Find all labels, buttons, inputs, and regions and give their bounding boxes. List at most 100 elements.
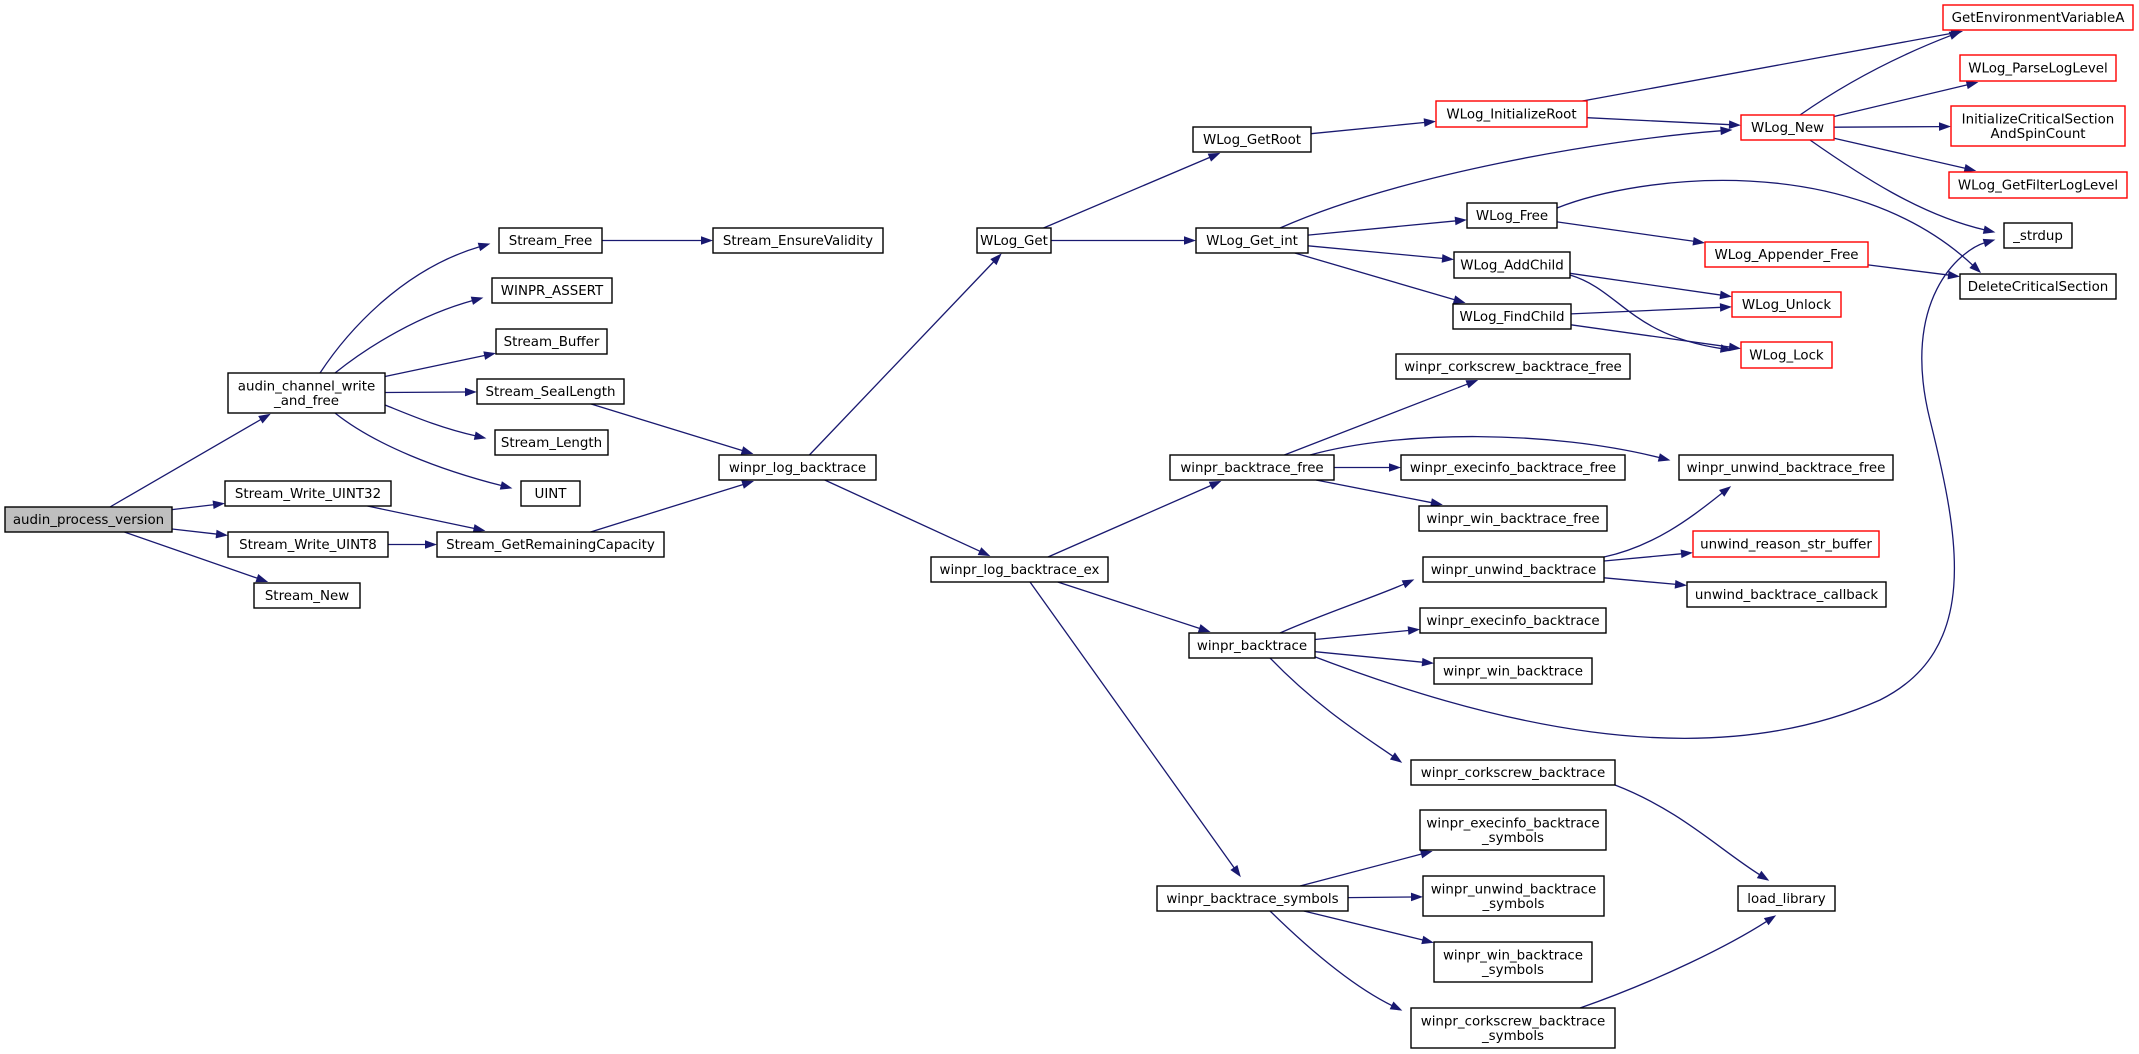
node-winpr_unwind_backtrace_free[interactable]: winpr_unwind_backtrace_free [1678,454,1894,481]
node-winpr_win_backtrace_symbols[interactable]: winpr_win_backtrace_symbols [1433,941,1593,983]
node-Stream_New[interactable]: Stream_New [253,582,361,609]
node-WLog_Get_int[interactable]: WLog_Get_int [1195,227,1309,254]
edge-line [171,503,215,511]
node-Stream_Write_UINT8[interactable]: Stream_Write_UINT8 [227,531,389,558]
node-UINT[interactable]: UINT [520,480,581,507]
node-Stream_EnsureValidity[interactable]: Stream_EnsureValidity [712,227,884,254]
node-Stream_GetRemainingCapacity[interactable]: Stream_GetRemainingCapacity [436,531,665,558]
node-box [2003,222,2073,249]
edge-line [1314,651,1424,663]
node-winpr_unwind_backtrace_symbols[interactable]: winpr_unwind_backtrace_symbols [1422,875,1605,917]
node-label: winpr_win_backtrace_free [1426,512,1599,527]
node-WLog_Unlock[interactable]: WLog_Unlock [1731,291,1842,318]
edge-line [1314,629,1410,641]
node-audin_process_version[interactable]: audin_process_version [4,506,173,533]
edge-line [1556,179,1974,267]
node-label: Stream_Length [501,436,602,451]
node-Stream_Free[interactable]: Stream_Free [498,227,603,254]
edge-line [1309,435,1661,459]
node-winpr_execinfo_backtrace[interactable]: winpr_execinfo_backtrace [1419,607,1607,634]
node-label: Stream_SealLength [486,385,616,400]
node-winpr_backtrace_symbols[interactable]: winpr_backtrace_symbols [1156,885,1349,912]
edge-WLog_FindChild-to-WLog_Lock [1570,324,1741,352]
edge-line [1279,583,1406,634]
node-box [498,227,603,254]
node-box [1435,100,1588,128]
node-Stream_Length[interactable]: Stream_Length [494,429,609,456]
node-winpr_log_backtrace[interactable]: winpr_log_backtrace [718,454,877,481]
arrow-head-icon [1407,626,1420,635]
node-winpr_backtrace_free[interactable]: winpr_backtrace_free [1169,454,1335,481]
node-label: WLog_InitializeRoot [1446,108,1576,123]
node-WLog_GetFilterLogLevel[interactable]: WLog_GetFilterLogLevel [1948,171,2128,199]
node-Stream_SealLength[interactable]: Stream_SealLength [476,378,625,405]
arrow-head-icon [740,446,754,455]
edge-line [334,412,503,487]
node-WLog_AddChild[interactable]: WLog_AddChild [1453,251,1571,279]
edge-WLog_InitializeRoot-to-GetEnvironmentVariableA [1582,29,1964,102]
node-WINPR_ASSERT[interactable]: WINPR_ASSERT [491,277,613,304]
node-winpr_backtrace[interactable]: winpr_backtrace [1188,632,1316,659]
node-label: winpr_win_backtrace [1443,665,1583,680]
node-winpr_corkscrew_backtrace[interactable]: winpr_corkscrew_backtrace [1410,759,1616,786]
node-Stream_Write_UINT32[interactable]: Stream_Write_UINT32 [224,480,392,507]
node-DeleteCriticalSection[interactable]: DeleteCriticalSection [1959,273,2117,300]
node-winpr_corkscrew_backtrace_free[interactable]: winpr_corkscrew_backtrace_free [1395,353,1631,380]
edge-audin_process_version-to-Stream_New [124,531,269,583]
node-label: winpr_unwind_backtrace [1431,563,1597,578]
edge-Stream_Write_UINT32-to-Stream_GetRemainingCapacity [367,505,486,533]
edge-line [1269,910,1394,1007]
node-WLog_ParseLogLevel[interactable]: WLog_ParseLogLevel [1959,54,2117,82]
node-winpr_win_backtrace_free[interactable]: winpr_win_backtrace_free [1418,505,1608,532]
node-label: _symbols [1481,963,1544,978]
node-label: winpr_execinfo_backtrace_free [1410,461,1616,476]
node-WLog_Appender_Free[interactable]: WLog_Appender_Free [1704,241,1869,268]
node-winpr_log_backtrace_ex[interactable]: winpr_log_backtrace_ex [930,556,1109,583]
node-_strdup[interactable]: _strdup [2003,222,2073,249]
node-load_library[interactable]: load_library [1737,885,1836,912]
arrow-head-icon [425,540,437,549]
node-winpr_unwind_backtrace[interactable]: winpr_unwind_backtrace [1422,556,1605,583]
edge-Stream_GetRemainingCapacity-to-winpr_log_backtrace [590,480,755,533]
node-box [1169,454,1335,481]
node-winpr_execinfo_backtrace_symbols[interactable]: winpr_execinfo_backtrace_symbols [1419,809,1607,851]
node-winpr_corkscrew_backtrace_symbols[interactable]: winpr_corkscrew_backtrace_symbols [1410,1007,1616,1049]
node-Stream_Buffer[interactable]: Stream_Buffer [495,328,608,355]
node-audin_channel_write_and_free[interactable]: audin_channel_write_and_free [227,372,386,414]
edge-winpr_log_backtrace_ex-to-winpr_backtrace [1057,581,1211,633]
node-label: WLog_Lock [1749,349,1824,364]
node-label: unwind_backtrace_callback [1695,588,1878,603]
node-winpr_execinfo_backtrace_free[interactable]: winpr_execinfo_backtrace_free [1400,454,1626,481]
node-label: winpr_corkscrew_backtrace [1421,766,1606,781]
node-WLog_Get[interactable]: WLog_Get [976,227,1052,254]
node-unwind_reason_str_buffer[interactable]: unwind_reason_str_buffer [1692,530,1880,558]
node-box [1419,607,1607,634]
node-unwind_backtrace_callback[interactable]: unwind_backtrace_callback [1686,581,1887,608]
arrow-head-icon [1728,120,1741,129]
node-WLog_FindChild[interactable]: WLog_FindChild [1452,303,1572,330]
edge-WLog_New-to-WLog_ParseLogLevel [1833,80,1979,118]
edge-line [1307,245,1444,260]
arrow-head-icon [255,573,269,583]
edge-WLog_New-to-_strdup [1809,139,1996,234]
node-WLog_GetRoot[interactable]: WLog_GetRoot [1192,126,1312,153]
edge-audin_channel_write_and_free-to-Stream_Length [384,404,487,440]
edge-line [1579,920,1768,1009]
edge-winpr_backtrace_symbols-to-winpr_win_backtrace_symbols [1303,910,1434,945]
edge-WLog_Free-to-WLog_Appender_Free [1556,221,1705,246]
edge-line [1556,221,1695,243]
node-label: WLog_FindChild [1459,310,1564,325]
node-GetEnvironmentVariableA[interactable]: GetEnvironmentVariableA [1942,4,2134,31]
edge-winpr_backtrace-to-winpr_unwind_backtrace [1279,579,1415,634]
node-WLog_InitializeRoot[interactable]: WLog_InitializeRoot [1435,100,1588,128]
node-WLog_Free[interactable]: WLog_Free [1466,202,1558,229]
node-label: unwind_reason_str_buffer [1700,538,1872,553]
edge-line [590,483,745,533]
node-WLog_New[interactable]: WLog_New [1740,114,1835,141]
arrow-head-icon [1197,624,1211,633]
arrow-head-icon [741,480,755,489]
node-winpr_win_backtrace[interactable]: winpr_win_backtrace [1433,657,1593,685]
node-box [718,454,877,481]
node-WLog_Lock[interactable]: WLog_Lock [1740,341,1833,369]
